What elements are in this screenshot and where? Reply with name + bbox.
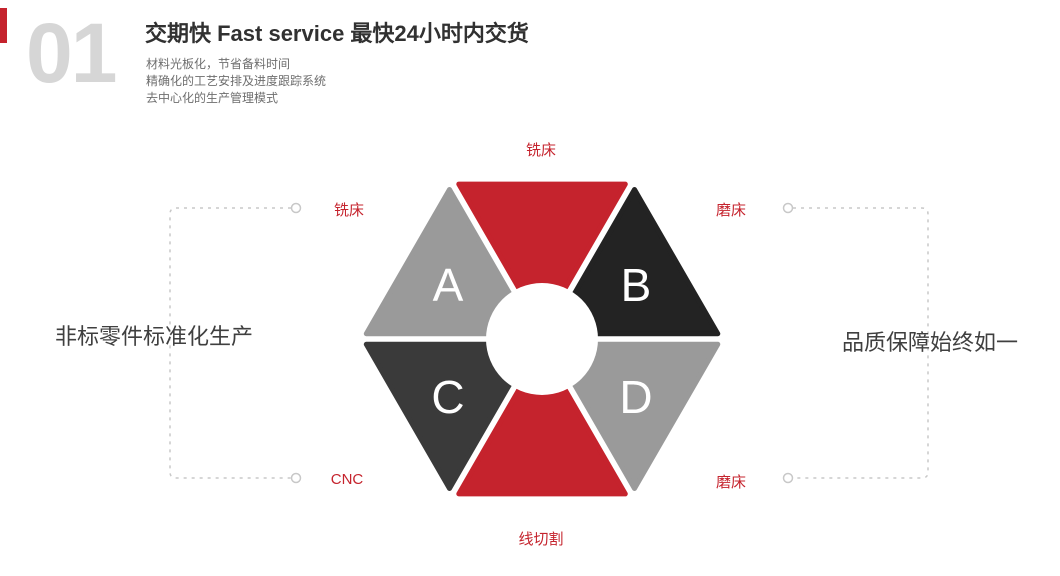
section-number: 01 [26, 6, 117, 100]
connector-dot-left-top [290, 202, 302, 214]
label-right-bottom: 磨床 [715, 474, 747, 491]
bullet-line: 精确化的工艺安排及进度跟踪系统 [146, 74, 327, 88]
segment-upper-left [363, 187, 536, 337]
section-title: 交期快 Fast service 最快24小时内交货 [145, 21, 529, 46]
caption-right: 品质保障始终如一 [842, 330, 1019, 355]
segment-top [456, 181, 628, 331]
segment-upper-right [548, 187, 721, 337]
label-left-bottom: CNC [330, 471, 364, 488]
bullet-line: 材料光板化，节省备料时间 [146, 57, 291, 71]
label-top: 铣床 [525, 142, 557, 159]
segment-lower-right [548, 341, 721, 491]
connector-dot-right-top [782, 202, 794, 214]
section-bullets: 材料光板化，节省备料时间 精确化的工艺安排及进度跟踪系统 去中心化的生产管理模式 [146, 56, 326, 107]
segment-letter-c: C [431, 371, 464, 423]
segment-bottom [456, 347, 628, 497]
label-left-top: 铣床 [333, 202, 365, 219]
label-right-top: 磨床 [715, 202, 747, 219]
connector-dot-right-bottom [782, 472, 794, 484]
segment-lower-left [363, 341, 536, 491]
connector-dot-left-bottom [290, 472, 302, 484]
segment-letter-d: D [619, 371, 652, 423]
bullet-line: 去中心化的生产管理模式 [146, 91, 279, 105]
accent-bar [0, 8, 7, 43]
label-bottom: 线切割 [518, 531, 564, 548]
segment-letter-b: B [621, 259, 652, 311]
caption-left: 非标零件标准化生产 [55, 324, 254, 349]
center-circle [486, 283, 598, 395]
segment-letter-a: A [433, 259, 464, 311]
